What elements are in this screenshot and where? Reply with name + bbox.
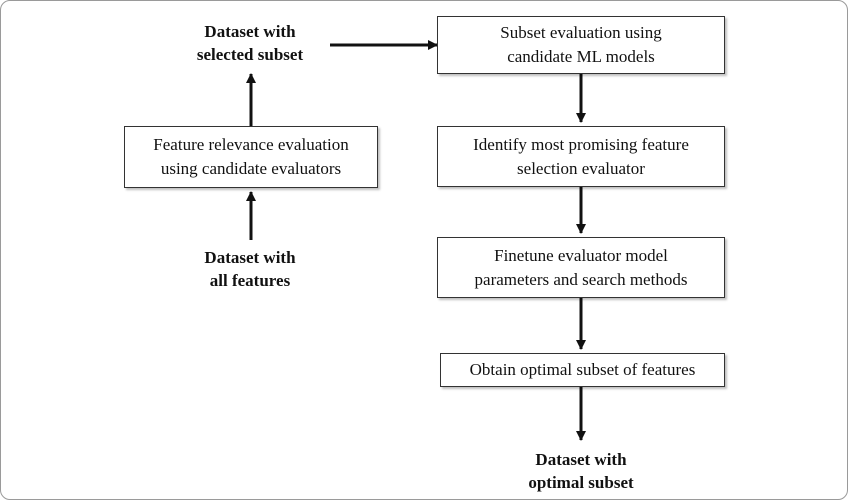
feature-relevance-box: Feature relevance evaluation using candi… <box>124 126 378 188</box>
identify-evaluator-box: Identify most promising feature selectio… <box>437 126 725 187</box>
dataset-selected-subset-label: Dataset with selected subset <box>196 22 304 64</box>
obtain-optimal-subset-box: Obtain optimal subset of features <box>440 353 725 387</box>
dataset-all-features-label: Dataset with all features <box>204 248 296 290</box>
finetune-box: Finetune evaluator model parameters and … <box>437 237 725 298</box>
subset-evaluation-box: Subset evaluation using candidate ML mod… <box>437 16 725 74</box>
dataset-optimal-subset-label: Dataset with optimal subset <box>528 450 634 492</box>
